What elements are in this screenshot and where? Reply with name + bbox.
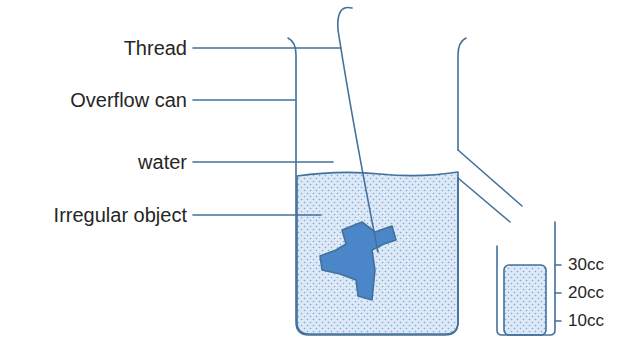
scale-label: 20cc	[568, 284, 604, 303]
thread	[338, 7, 378, 252]
can-left-wall	[288, 38, 458, 335]
leader-line	[193, 161, 333, 163]
part-label: Overflow can	[70, 89, 187, 111]
part-label: Irregular object	[54, 204, 187, 226]
leader-line	[193, 99, 295, 101]
part-label: Thread	[124, 37, 187, 59]
scale-label: 30cc	[568, 256, 604, 275]
spout	[458, 178, 510, 222]
irregular-object	[320, 222, 396, 300]
can-right-wall	[458, 38, 466, 150]
spout	[458, 150, 522, 206]
cylinder	[497, 222, 555, 335]
cylinder-water	[504, 265, 546, 335]
leader-line	[193, 214, 321, 216]
leader-line	[193, 47, 341, 49]
scale-label: 10cc	[568, 312, 604, 331]
scale-tick	[555, 265, 561, 321]
part-label: water	[138, 151, 187, 173]
can-water	[297, 172, 458, 334]
